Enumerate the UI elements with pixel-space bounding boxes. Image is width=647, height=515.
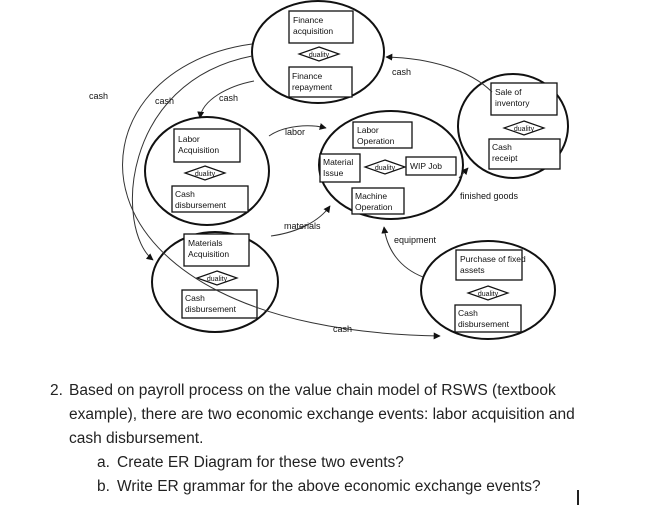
conversion-duality-diamond bbox=[363, 159, 407, 175]
finished-goods-flow-arrow bbox=[458, 167, 469, 179]
cash-label-inner: cash bbox=[219, 93, 238, 103]
finance-acquisition-box bbox=[288, 10, 354, 44]
payroll-duality-diamond bbox=[183, 165, 227, 181]
material-issue-label: Material Issue bbox=[323, 157, 356, 178]
purchase-fixed-assets-box bbox=[455, 249, 523, 281]
materials-label: materials bbox=[284, 221, 321, 231]
part-a-text: Create ER Diagram for these two events? bbox=[117, 454, 404, 471]
materials-acquisition-box bbox=[183, 233, 250, 267]
purchase-fixed-assets-label: Purchase of fixed assets bbox=[460, 254, 528, 275]
cash-label-bottom: cash bbox=[333, 324, 352, 334]
question-number: 2. bbox=[50, 382, 63, 399]
cash-receipt-label: Cash receipt bbox=[492, 142, 518, 163]
acquisition-ellipse bbox=[151, 231, 279, 333]
conversion-ellipse bbox=[318, 110, 464, 220]
payroll-cash-disbursement-box bbox=[171, 185, 249, 213]
payroll-ellipse bbox=[144, 116, 270, 226]
payroll-process: Labor Acquisition duality Cash disbursem… bbox=[144, 116, 270, 226]
wip-job-label: WIP Job bbox=[410, 161, 442, 171]
part-b-letter: b. bbox=[97, 478, 110, 495]
labor-operation-label: Labor Operation bbox=[357, 125, 395, 146]
material-issue-box bbox=[319, 153, 361, 183]
part-b-text: Write ER grammar for the above economic … bbox=[117, 478, 541, 495]
revenue-duality-diamond bbox=[502, 120, 546, 136]
labor-flow-arrow bbox=[268, 123, 327, 137]
finance-acquisition-label: Finance acquisition bbox=[293, 15, 333, 36]
labor-acquisition-box bbox=[173, 128, 241, 163]
fixed-assets-cash-disbursement-label: Cash disbursement bbox=[458, 308, 510, 329]
finished-goods-label: finished goods bbox=[460, 191, 519, 201]
cash-flow-inner-arrow bbox=[197, 80, 255, 119]
question-text: Based on payroll process on the value ch… bbox=[69, 382, 575, 447]
revenue-process: Sale of inventory duality Cash receipt bbox=[457, 73, 569, 179]
question-part-b: b. Write ER grammar for the above econom… bbox=[97, 475, 610, 499]
financing-duality-label: duality bbox=[309, 52, 330, 59]
cash-label-mid: cash bbox=[155, 96, 174, 106]
cash-flow-top-right-arrow bbox=[385, 53, 493, 93]
part-a-letter: a. bbox=[97, 454, 110, 471]
fixed-assets-duality-diamond bbox=[466, 285, 510, 301]
equipment-flow-arrow bbox=[381, 226, 424, 278]
question-main: 2. Based on payroll process on the value… bbox=[50, 379, 610, 451]
finance-repayment-label: Finance repayment bbox=[292, 71, 333, 92]
sale-of-inventory-label: Sale of inventory bbox=[495, 87, 530, 108]
revenue-ellipse bbox=[457, 73, 569, 179]
cash-receipt-box bbox=[488, 138, 561, 170]
cash-label-top-right: cash bbox=[392, 67, 411, 77]
acquisition-duality-label: duality bbox=[207, 276, 228, 283]
financing-process: Finance acquisition duality Finance repa… bbox=[251, 0, 385, 104]
conversion-process: Labor Operation Material Issue duality W… bbox=[318, 110, 464, 220]
payroll-duality-label: duality bbox=[195, 171, 216, 178]
conversion-duality-label: duality bbox=[375, 165, 396, 172]
sale-of-inventory-box bbox=[490, 82, 558, 116]
fixed-assets-process: Purchase of fixed assets duality Cash di… bbox=[420, 240, 556, 340]
text-cursor bbox=[577, 490, 579, 505]
finance-repayment-box bbox=[288, 66, 353, 98]
value-chain-diagram: Finance acquisition duality Finance repa… bbox=[89, 0, 569, 340]
labor-operation-box bbox=[352, 121, 413, 149]
acquisition-cash-disbursement-box bbox=[181, 289, 258, 319]
cash-flow-outer-arrow bbox=[122, 43, 441, 340]
acquisition-cash-disbursement-label: Cash disbursement bbox=[185, 293, 237, 314]
cash-flow-mid-arrow bbox=[132, 55, 253, 261]
fixed-assets-cash-disbursement-box bbox=[454, 304, 522, 333]
machine-operation-box bbox=[351, 187, 405, 215]
cash-label-outer: cash bbox=[89, 91, 108, 101]
labor-acquisition-label: Labor Acquisition bbox=[178, 134, 219, 155]
fixed-assets-ellipse bbox=[420, 240, 556, 340]
fixed-assets-duality-label: duality bbox=[478, 291, 499, 298]
machine-operation-label: Machine Operation bbox=[355, 191, 393, 212]
question-part-a: a. Create ER Diagram for these two event… bbox=[97, 451, 610, 475]
financing-duality-diamond bbox=[297, 46, 341, 62]
materials-flow-arrow bbox=[270, 205, 331, 237]
equipment-label: equipment bbox=[394, 235, 437, 245]
materials-acquisition-label: Materials Acquisition bbox=[188, 238, 229, 259]
labor-label: labor bbox=[285, 127, 305, 137]
wip-job-box bbox=[405, 156, 457, 176]
revenue-duality-label: duality bbox=[514, 126, 535, 133]
financing-ellipse bbox=[251, 0, 385, 104]
question-block: 2. Based on payroll process on the value… bbox=[50, 379, 610, 499]
acquisition-duality-diamond bbox=[195, 270, 239, 286]
acquisition-process: Materials Acquisition duality Cash disbu… bbox=[151, 231, 279, 333]
payroll-cash-disbursement-label: Cash disbursement bbox=[175, 189, 227, 210]
